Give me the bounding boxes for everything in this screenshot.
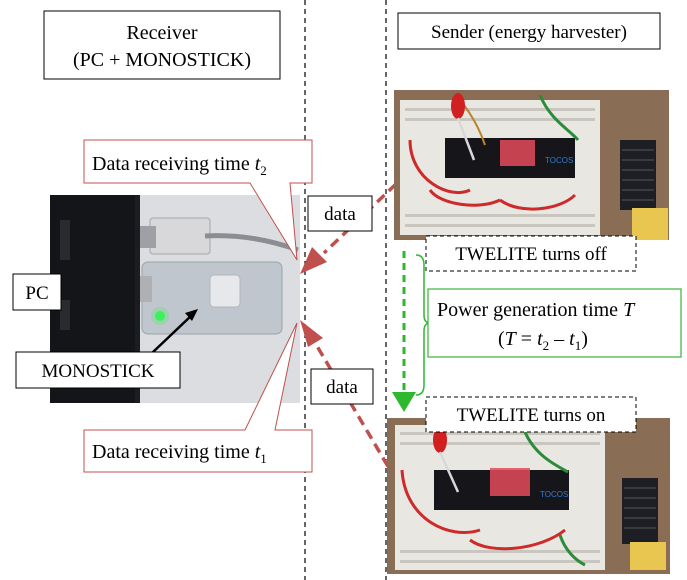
power-generation-box: Power generation time T (T = t2 – t1) (427, 288, 682, 358)
sender-header: Sender (energy harvester) (397, 12, 661, 50)
data-arrow-bottom (315, 345, 398, 481)
data-arrow-top-head (300, 247, 327, 274)
receiver-title: Receiver (126, 22, 197, 44)
pc-label-box: PC (12, 273, 62, 311)
data-label-bottom: data (326, 377, 358, 398)
monostick-pointer-line (151, 314, 193, 354)
pc-label: PC (25, 283, 48, 304)
power-arrow-head (392, 392, 416, 412)
power-line2-sub1: 1 (575, 338, 582, 353)
monostick-pointer-head (185, 309, 198, 321)
svg-text:(T = t2 – t1): (T = t2 – t1) (498, 328, 588, 353)
svg-text:Data receiving time t1: Data receiving time t1 (92, 441, 267, 466)
power-line2-close: ) (581, 328, 588, 350)
board-text-top: TOCOS (545, 156, 573, 165)
sender-title: Sender (energy harvester) (431, 22, 627, 43)
monostick-label: MONOSTICK (42, 361, 155, 382)
power-line2-T: T (505, 328, 518, 350)
t2-label-sub: 2 (260, 163, 267, 178)
t2-label-var: t (255, 153, 261, 175)
turns-off-label: TWELITE turns off (455, 244, 607, 265)
receiver-subtitle: (PC + MONOSTICK) (73, 49, 251, 71)
power-line2-t1: t (569, 328, 575, 350)
t1-label-var: t (255, 441, 261, 463)
t1-label-prefix: Data receiving time (92, 441, 255, 463)
data-label-top-box: data (307, 195, 373, 232)
power-line2-minus: – (549, 328, 569, 350)
turns-off-box: TWELITE turns off (425, 235, 637, 272)
callout-t1: Data receiving time t1 (83, 322, 313, 473)
svg-text:Power generation time T: Power generation time T (437, 299, 636, 321)
turns-on-box: TWELITE turns on (425, 396, 637, 433)
data-label-bottom-box: data (310, 368, 374, 405)
sender-photo-top: TOCOS (394, 90, 669, 240)
power-line2-open: ( (498, 328, 505, 350)
data-label-top: data (324, 204, 356, 225)
data-arrow-bottom-head (300, 320, 323, 347)
receiver-header: Receiver (PC + MONOSTICK) (43, 10, 281, 80)
sender-photo-bottom: TOCOS (387, 418, 670, 574)
t2-label-prefix: Data receiving time (92, 153, 255, 175)
power-line2-t2: t (537, 328, 543, 350)
board-text-bottom: TOCOS (540, 490, 568, 499)
power-line1-prefix: Power generation time (437, 299, 623, 321)
svg-text:Data receiving time t2: Data receiving time t2 (92, 153, 267, 178)
t1-label-sub: 1 (260, 451, 267, 466)
power-line2-eq: = (516, 328, 537, 350)
callout-t2: Data receiving time t2 (83, 139, 313, 261)
monostick-label-box: MONOSTICK (15, 351, 181, 389)
power-line1-var: T (623, 299, 636, 321)
power-line2-sub2: 2 (543, 338, 550, 353)
turns-on-label: TWELITE turns on (457, 405, 606, 426)
